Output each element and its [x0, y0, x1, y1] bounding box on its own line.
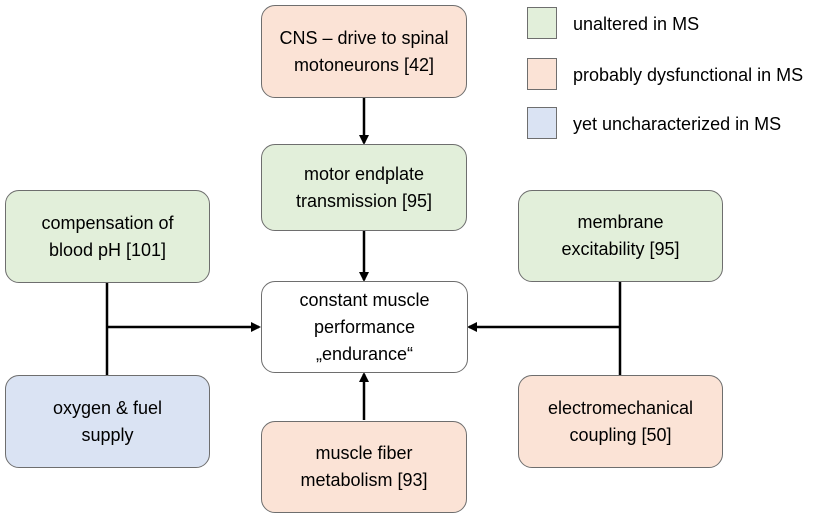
legend-label-unaltered: unaltered in MS — [573, 14, 700, 34]
node-motor-endplate: motor endplate transmission [95] — [261, 144, 467, 231]
node-cns-drive: CNS – drive to spinal motoneurons [42] — [261, 5, 467, 98]
node-center-line-3: „endurance“ — [315, 343, 414, 364]
legend-swatch-dysfunctional — [527, 58, 557, 90]
node-blood-ph: compensation of blood pH [101] — [5, 190, 210, 283]
node-constant-performance: constant muscle performance „endurance“ — [261, 281, 468, 373]
node-center-line-2: performance — [313, 316, 416, 337]
node-oxygen-line-2: supply — [81, 424, 134, 445]
node-endplate-line-2: transmission [95] — [295, 190, 433, 211]
node-membrane-line-1: membrane — [577, 212, 664, 232]
node-oxygen-line-1: oxygen & fuel — [52, 397, 163, 418]
legend-label-uncharacterized: yet uncharacterized in MS — [573, 114, 782, 134]
node-blood-ph-line-2: blood pH [101] — [48, 239, 167, 260]
node-membrane-line-2: excitability [95] — [561, 239, 680, 259]
node-cns-line-1: CNS – drive to spinal — [279, 27, 449, 48]
node-center-line-1: constant muscle — [299, 289, 430, 310]
node-fiber-line-2: metabolism [93] — [300, 470, 428, 490]
node-ecc-line-1: electromechanical — [547, 397, 694, 418]
node-endplate-line-1: motor endplate — [303, 163, 425, 184]
node-electromechanical-coupling: electromechanical coupling [50] — [518, 375, 723, 468]
node-cns-line-2: motoneurons [42] — [293, 54, 435, 75]
node-muscle-fiber-metabolism: muscle fiber metabolism [93] — [261, 421, 467, 513]
node-fiber-line-1: muscle fiber — [315, 443, 413, 463]
legend-label-dysfunctional: probably dysfunctional in MS — [573, 65, 804, 85]
node-oxygen-fuel: oxygen & fuel supply — [5, 375, 210, 468]
node-ecc-line-2: coupling [50] — [569, 424, 672, 445]
legend-swatch-unaltered — [527, 7, 557, 39]
node-blood-ph-line-1: compensation of — [41, 212, 174, 233]
legend-swatch-uncharacterized — [527, 107, 557, 139]
node-membrane-excitability: membrane excitability [95] — [518, 190, 723, 282]
